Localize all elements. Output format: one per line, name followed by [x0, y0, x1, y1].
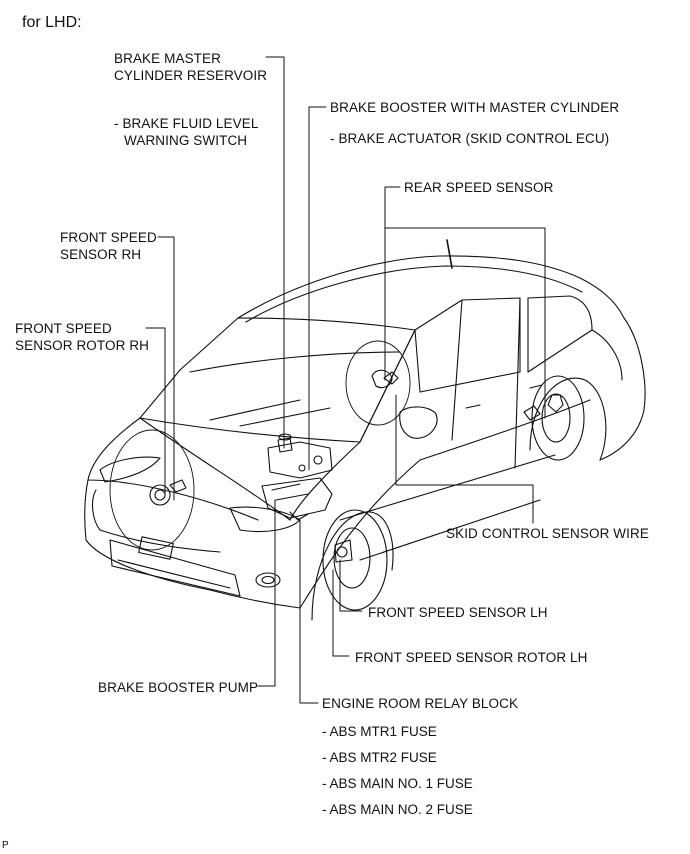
label-brake-booster-with-master-cylinder: BRAKE BOOSTER WITH MASTER CYLINDER [330, 100, 620, 115]
label-brake-master-cylinder-reservoir: BRAKE MASTER CYLINDER RESERVOIR [114, 50, 267, 84]
label-rear-speed-sensor: REAR SPEED SENSOR [404, 180, 554, 195]
label-line: FRONT SPEED [15, 321, 112, 336]
label-abs-mtr1-fuse: - ABS MTR1 FUSE [322, 724, 437, 739]
label-front-speed-sensor-rh: FRONT SPEED SENSOR RH [60, 229, 157, 263]
label-front-speed-sensor-rotor-lh: FRONT SPEED SENSOR ROTOR LH [355, 650, 588, 665]
label-front-speed-sensor-lh: FRONT SPEED SENSOR LH [368, 605, 548, 620]
label-line: BRAKE MASTER [114, 51, 221, 66]
label-line: FRONT SPEED [60, 230, 157, 245]
label-abs-main-no1-fuse: - ABS MAIN NO. 1 FUSE [322, 776, 473, 791]
label-line: CYLINDER RESERVOIR [114, 68, 268, 83]
page-title: for LHD: [22, 14, 82, 31]
label-line: SENSOR RH [60, 247, 142, 262]
label-brake-actuator: - BRAKE ACTUATOR (SKID CONTROL ECU) [330, 131, 610, 146]
label-line: WARNING SWITCH [124, 133, 248, 148]
label-abs-main-no2-fuse: - ABS MAIN NO. 2 FUSE [322, 802, 473, 817]
label-brake-fluid-level-warning-switch: - BRAKE FLUID LEVEL WARNING SWITCH [114, 115, 258, 149]
label-brake-booster-pump: BRAKE BOOSTER PUMP [98, 680, 259, 695]
label-abs-mtr2-fuse: - ABS MTR2 FUSE [322, 750, 437, 765]
label-engine-room-relay-block: ENGINE ROOM RELAY BLOCK [322, 696, 519, 711]
leader-lines [145, 56, 546, 704]
corner-mark: P [2, 840, 9, 851]
label-line: - BRAKE FLUID LEVEL [114, 116, 259, 131]
label-line: SENSOR ROTOR RH [15, 338, 150, 353]
label-skid-control-sensor-wire: SKID CONTROL SENSOR WIRE [446, 526, 649, 541]
label-front-speed-sensor-rotor-rh: FRONT SPEED SENSOR ROTOR RH [15, 320, 149, 354]
car-outline [84, 239, 646, 621]
